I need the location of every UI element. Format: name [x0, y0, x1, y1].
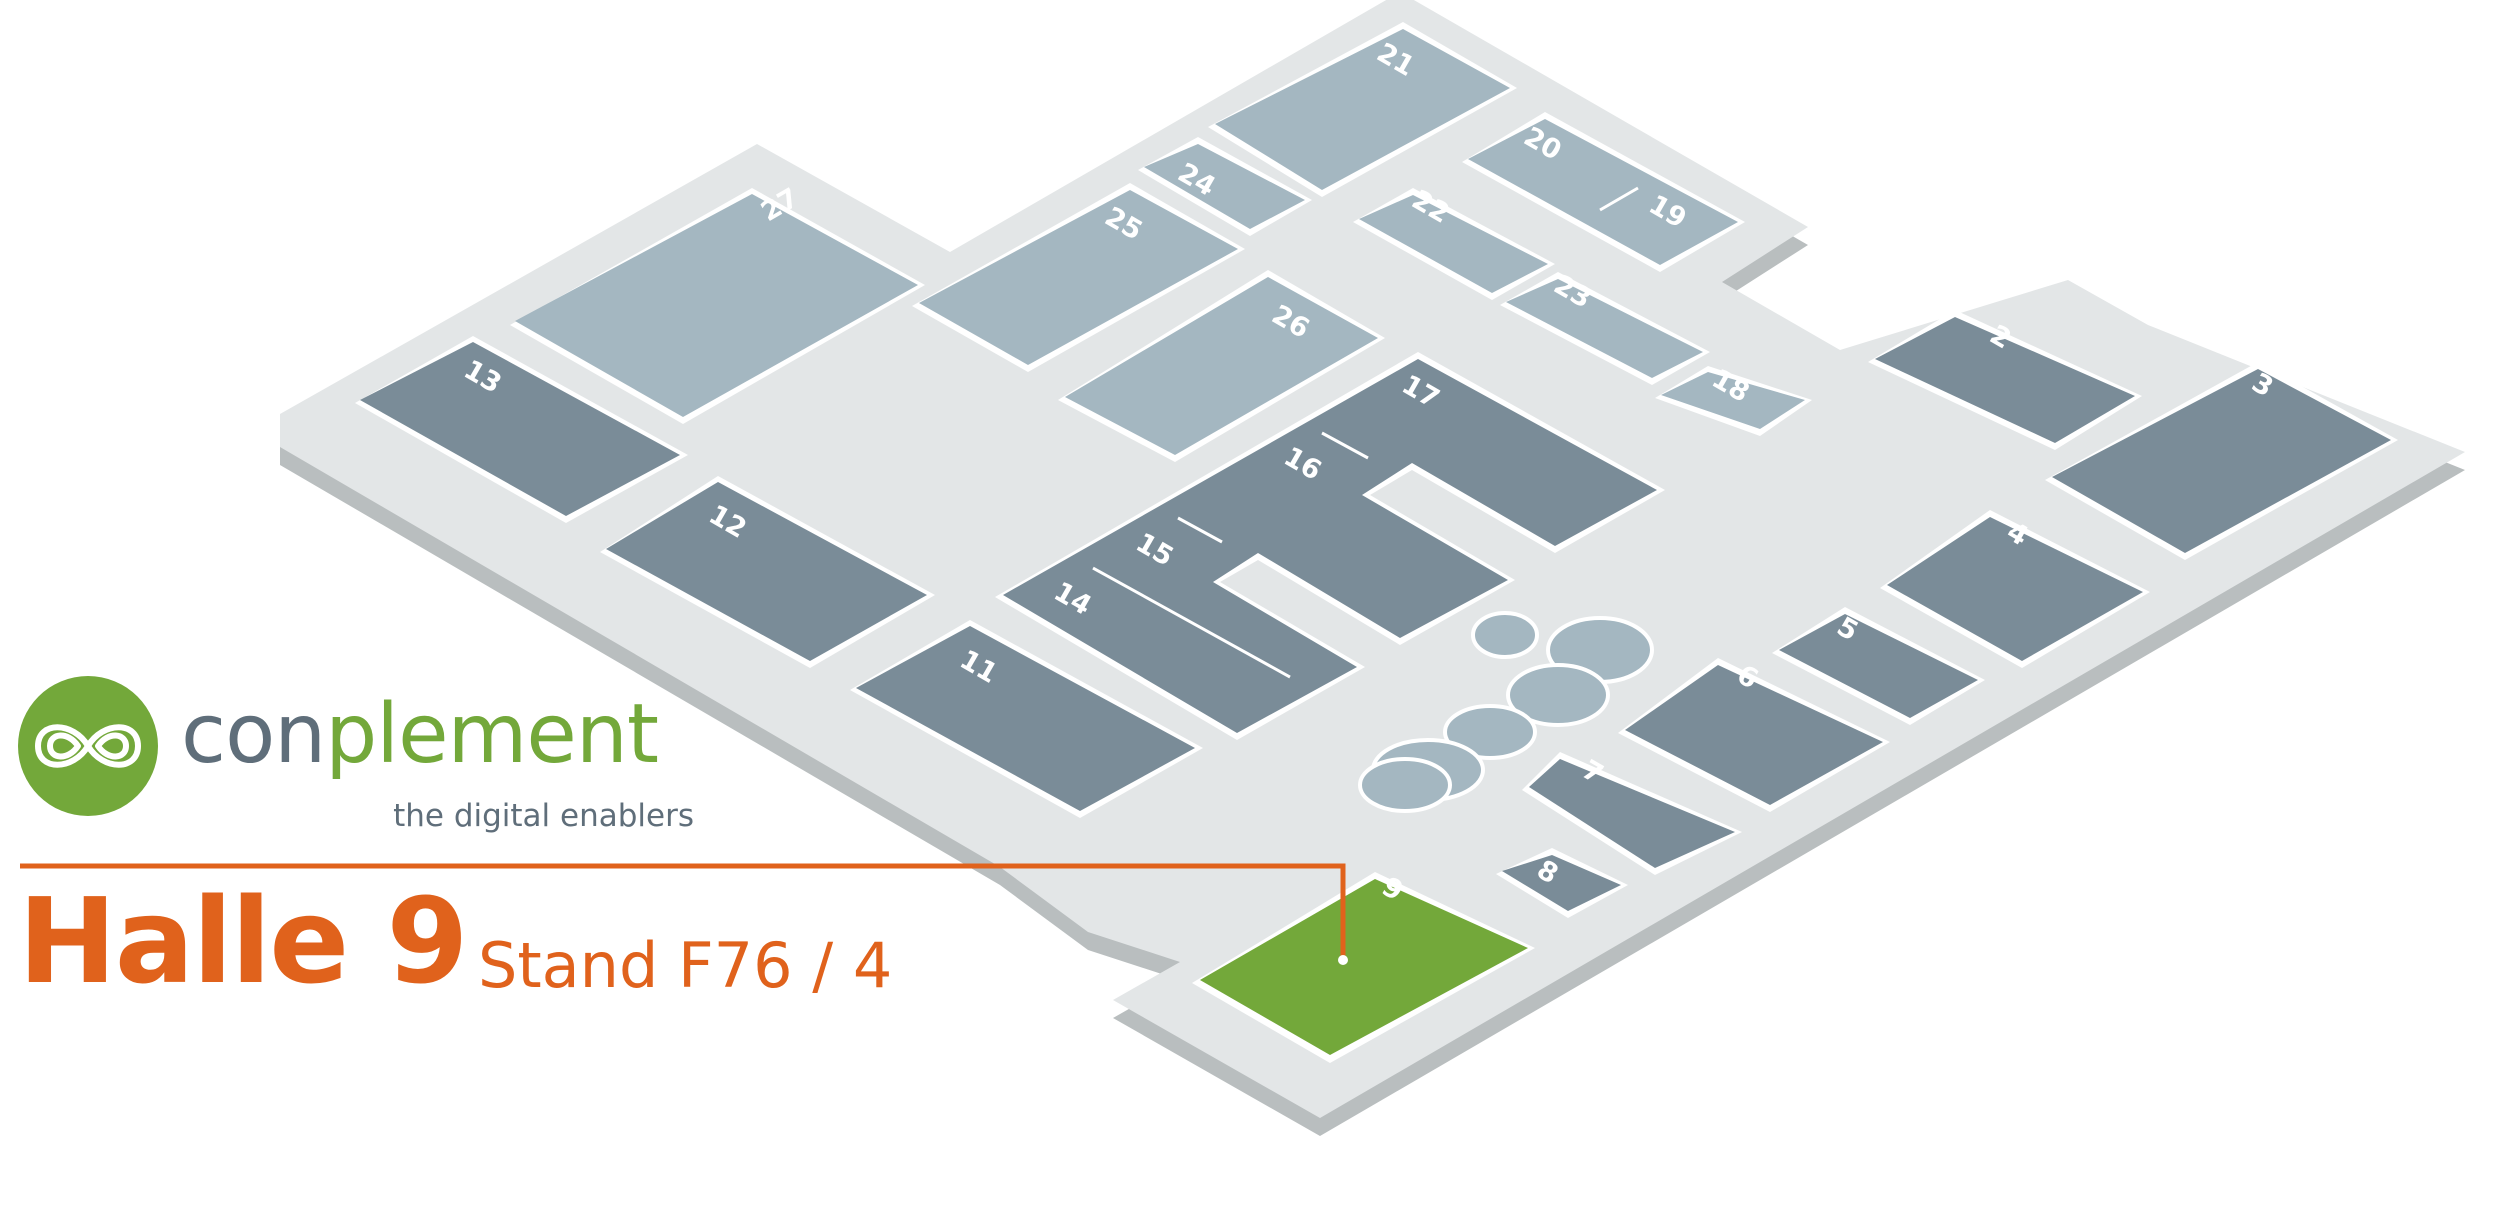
brand-name-part2: plement: [325, 687, 659, 782]
brand-tagline: the digital enablers: [393, 798, 694, 834]
hall-5[interactable]: 5: [1772, 607, 1985, 725]
hall-23[interactable]: 23: [1500, 269, 1710, 385]
hall-8[interactable]: 8: [1496, 848, 1628, 918]
hall-11[interactable]: 11: [850, 620, 1203, 818]
brand-name-part1: con: [181, 687, 326, 782]
brand-name: conplement: [181, 694, 659, 776]
hall-25[interactable]: 25: [912, 183, 1245, 372]
location-pointer-dot: [1338, 955, 1348, 965]
hall-2[interactable]: 2: [1868, 310, 2142, 450]
brand-block: conplement the digital enablers: [18, 676, 738, 846]
hall-12[interactable]: 12: [600, 476, 935, 668]
hall-9-highlighted[interactable]: 9: [1192, 871, 1535, 1063]
hall-24[interactable]: 24: [1138, 137, 1312, 236]
central-pavilion[interactable]: [1358, 611, 1654, 813]
hall-4[interactable]: 4: [1880, 510, 2150, 668]
hall-21[interactable]: 21: [1208, 22, 1517, 197]
hall-3[interactable]: 3: [2045, 362, 2398, 560]
hall-13[interactable]: 13: [355, 336, 688, 523]
hall-22[interactable]: 22: [1353, 184, 1555, 300]
hall-19-20[interactable]: 20 19: [1462, 112, 1745, 272]
hall-title: Halle 9: [18, 872, 468, 1010]
hall-18[interactable]: 18: [1655, 363, 1812, 436]
halls: 27 13 12 11 17 16 15 14: [355, 22, 2398, 1063]
conplement-logo-icon: [18, 676, 158, 816]
location-pointer-line: [20, 863, 1346, 960]
hall-14-17[interactable]: 17 16 15 14: [995, 352, 1665, 740]
hall-26[interactable]: 26: [1058, 270, 1385, 462]
stand-title: Stand F76 / 4: [478, 929, 893, 1002]
